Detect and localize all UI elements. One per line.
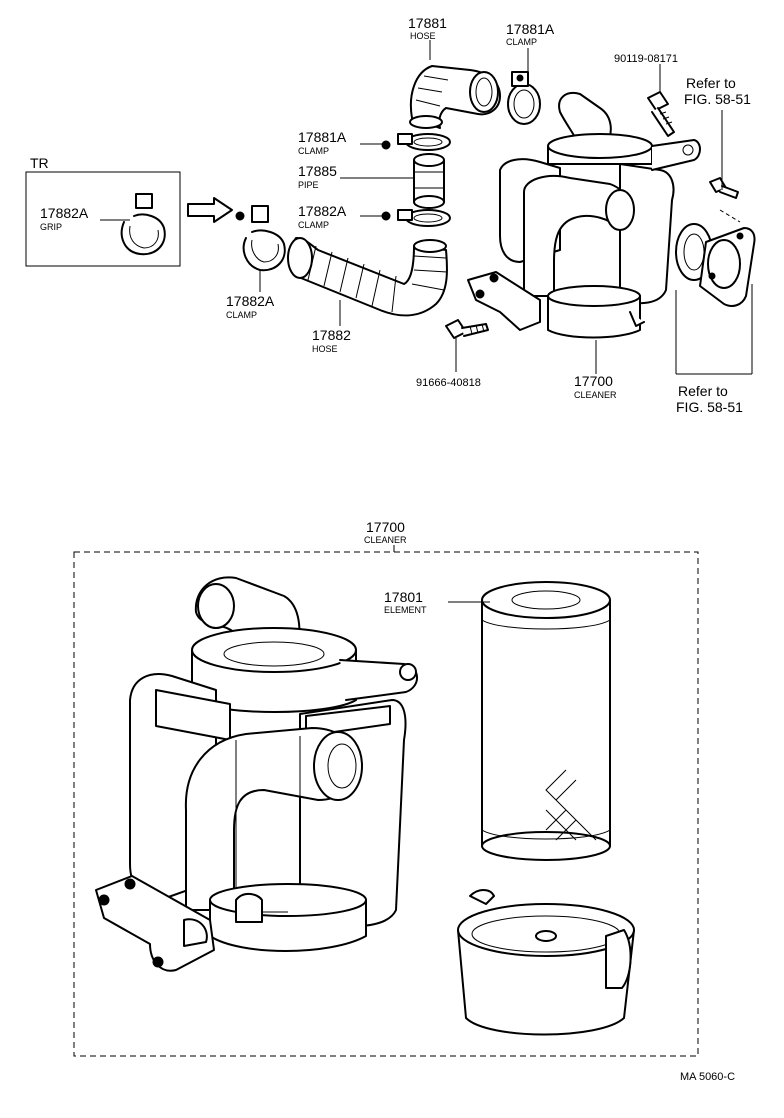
label-tr: TR [30, 155, 49, 171]
label-17801-sub: ELEMENT [384, 605, 427, 615]
label-17700-box-sub: CLEANER [364, 535, 407, 545]
pipe-17885-icon [413, 153, 445, 209]
label-17881-num: 17881 [408, 15, 447, 31]
label-17882a-mid-sub: CLAMP [298, 220, 329, 230]
label-17882a-grip-sub: GRIP [40, 222, 62, 232]
air-cleaner-body-icon [95, 576, 418, 972]
leader-refer-bottom [675, 284, 753, 375]
label-refer-bottom-2: FIG. 58-51 [676, 399, 743, 415]
label-refer-top-2: FIG. 58-51 [684, 91, 751, 107]
label-17882a-grip-num: 17882A [40, 205, 89, 221]
air-cleaner-top-icon [467, 92, 701, 339]
filter-element-icon [481, 581, 611, 861]
label-17885-num: 17885 [298, 163, 337, 179]
label-17881a-mid-num: 17881A [298, 129, 347, 145]
label-17700-box-num: 17700 [366, 519, 405, 535]
label-17882-sub: HOSE [312, 344, 338, 354]
label-refer-bottom-1: Refer to [678, 383, 728, 399]
label-17801-num: 17801 [384, 589, 423, 605]
label-17881a-top-sub: CLAMP [506, 37, 537, 47]
label-17882-num: 17882 [312, 327, 351, 343]
clamp-17881a-top-icon [507, 71, 541, 125]
label-17881-sub: HOSE [410, 31, 436, 41]
bolt-small-icon [709, 177, 739, 199]
clamp-17881a-mid-icon [381, 133, 451, 151]
label-17882a-num: 17882A [226, 293, 275, 309]
hose-17882-icon [287, 237, 448, 317]
label-91666: 91666-40818 [416, 377, 481, 389]
hose-17881-icon [409, 65, 501, 129]
clamp-17882a-icon [235, 205, 286, 272]
label-90119: 90119-08171 [614, 53, 678, 65]
footer-code: MA 5060-C [680, 1071, 735, 1083]
label-17882a-sub: CLAMP [226, 310, 257, 320]
flange-plate-icon [699, 227, 756, 307]
bolt-90119-icon [647, 91, 675, 137]
cleaner-dashed-box [73, 551, 699, 1057]
label-refer-top-1: Refer to [686, 75, 736, 91]
label-17885-sub: PIPE [298, 180, 319, 190]
arrow-icon [187, 197, 233, 223]
label-17700-top-sub: CLEANER [574, 390, 617, 400]
label-17882a-mid-num: 17882A [298, 203, 347, 219]
clamp-17882a-mid-icon [381, 209, 451, 227]
label-17700-top-num: 17700 [574, 373, 613, 389]
bolt-91666-icon [445, 319, 489, 339]
leader-dashed [719, 209, 741, 223]
label-17881a-mid-sub: CLAMP [298, 146, 329, 156]
cleaner-case-icon [457, 889, 635, 1036]
tr-inset-box [25, 171, 181, 267]
label-17881a-top-num: 17881A [506, 21, 555, 37]
